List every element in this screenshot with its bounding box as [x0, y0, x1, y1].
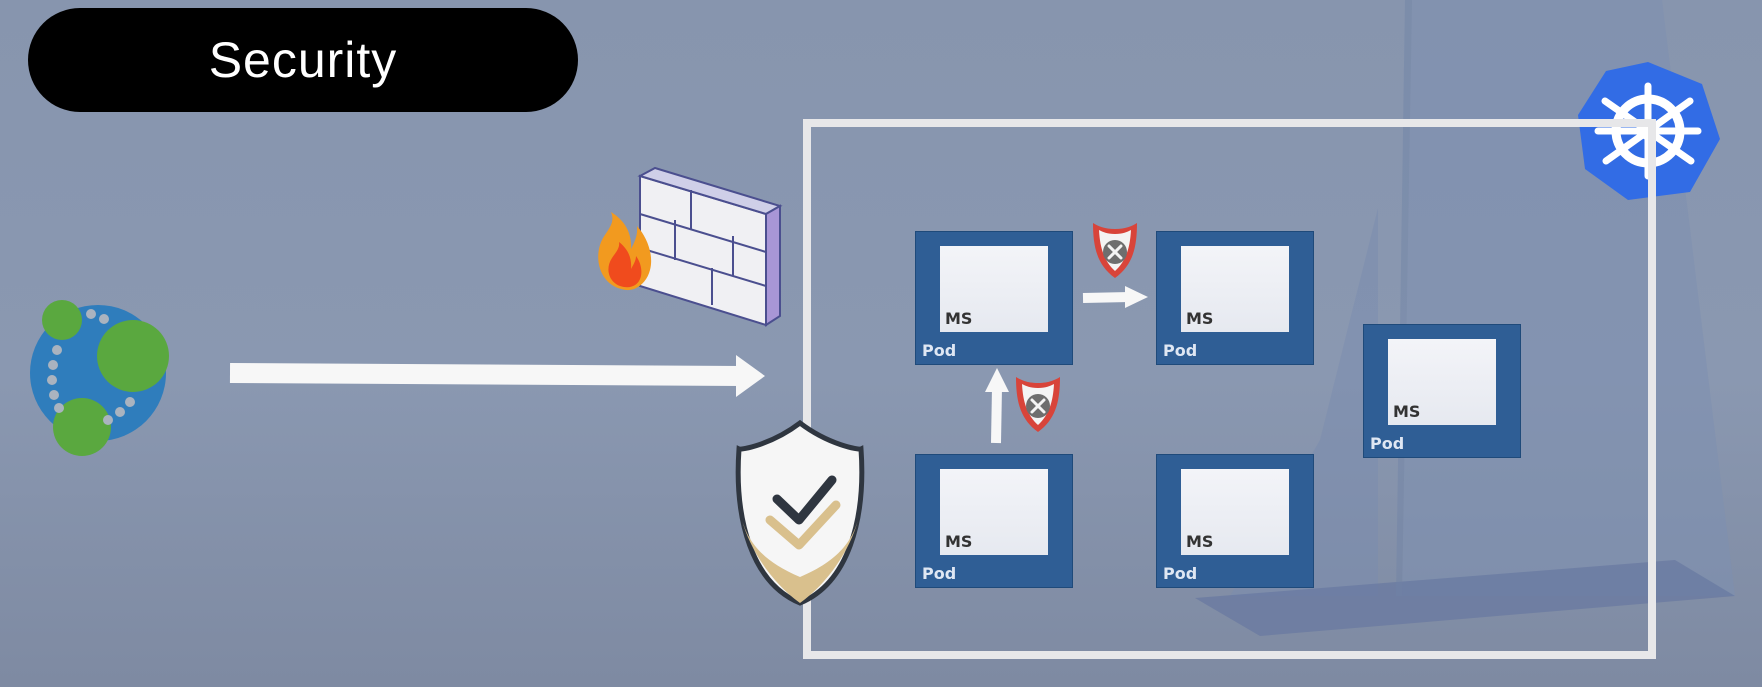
pod-label: Pod [1163, 564, 1198, 583]
pod: MS Pod [1156, 454, 1314, 588]
pod: MS Pod [1156, 231, 1314, 365]
microservice-label: MS [1186, 532, 1214, 551]
blocked-shield-icon [1093, 223, 1137, 278]
pod: MS Pod [915, 231, 1073, 365]
pod: MS Pod [915, 454, 1073, 588]
microservice-box: MS [1388, 339, 1496, 425]
microservice-label: MS [945, 532, 973, 551]
microservice-label: MS [1393, 402, 1421, 421]
microservice-box: MS [940, 246, 1048, 332]
pod-label: Pod [1370, 434, 1405, 453]
flow-arrow-right [1082, 286, 1148, 308]
pod-label: Pod [922, 341, 957, 360]
cluster-boundary [803, 119, 1656, 659]
blocked-shield-icon [1016, 377, 1060, 432]
pod: MS Pod [1363, 324, 1521, 458]
page-title: Security [28, 8, 578, 112]
microservice-label: MS [1186, 309, 1214, 328]
network-graph-icon [30, 300, 169, 456]
firewall-icon [598, 166, 783, 327]
microservice-label: MS [945, 309, 973, 328]
microservice-box: MS [940, 469, 1048, 555]
pod-label: Pod [1163, 341, 1198, 360]
microservice-box: MS [1181, 469, 1289, 555]
flow-arrow-up [985, 368, 1009, 444]
microservice-box: MS [1181, 246, 1289, 332]
pod-label: Pod [922, 564, 957, 583]
security-shield-icon [735, 419, 865, 606]
traffic-arrow [229, 355, 765, 397]
